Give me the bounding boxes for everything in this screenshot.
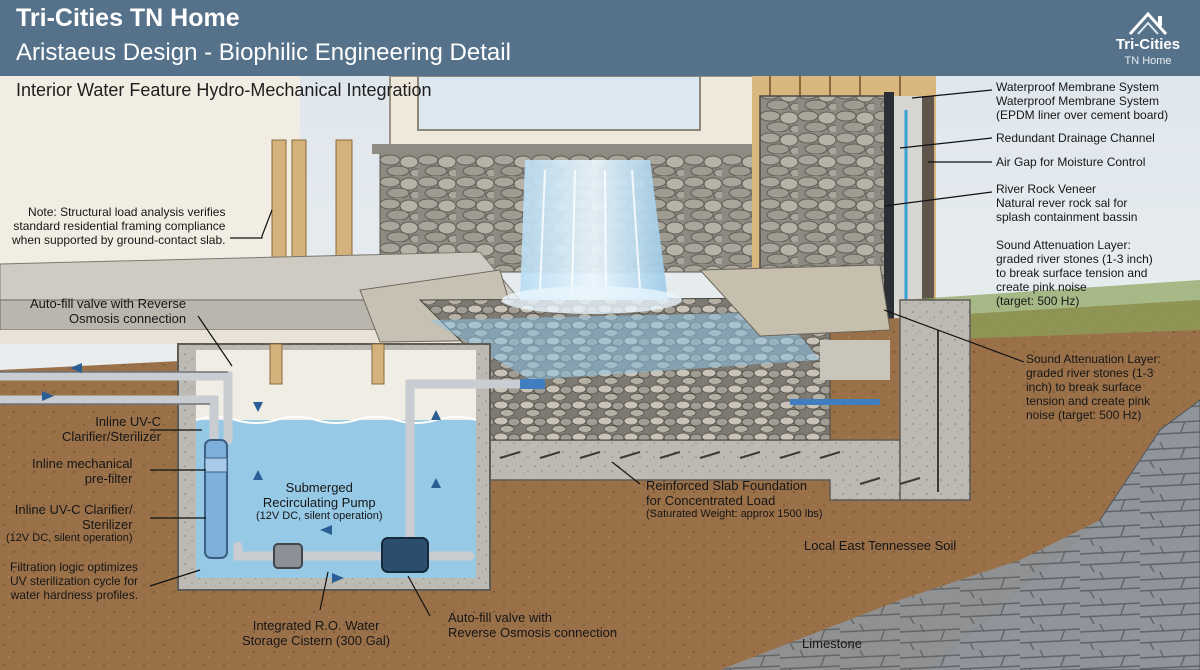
section-title: Interior Water Feature Hydro-Mechanical …: [16, 80, 432, 100]
limestone-label: Limestone: [802, 636, 862, 651]
sound-attenuation-lower-label: Sound Attenuation Layer:graded river sto…: [1026, 352, 1161, 422]
uvc-sterilizer-label: Inline UV-C Clarifier/Sterilizer (12V DC…: [6, 502, 133, 544]
drainage-label: Redundant Drainage Channel: [996, 131, 1155, 145]
logo-name: Tri-Cities: [1115, 36, 1181, 53]
house-roof-icon: [1128, 11, 1168, 36]
header-bar: [0, 0, 1200, 76]
page-title: Tri-Cities TN Home: [16, 4, 240, 32]
air-gap-label: Air Gap for Moisture Control: [996, 155, 1146, 169]
page-subtitle: Aristaeus Design - Biophilic Engineering…: [16, 39, 511, 66]
brand-logo: Tri-Cities TN Home: [1106, 6, 1190, 70]
logo-tagline: TN Home: [1124, 55, 1172, 67]
soil-label: Local East Tennessee Soil: [804, 538, 957, 553]
sound-attenuation-upper-label: Sound Attenuation Layer:graded river sto…: [996, 238, 1153, 308]
